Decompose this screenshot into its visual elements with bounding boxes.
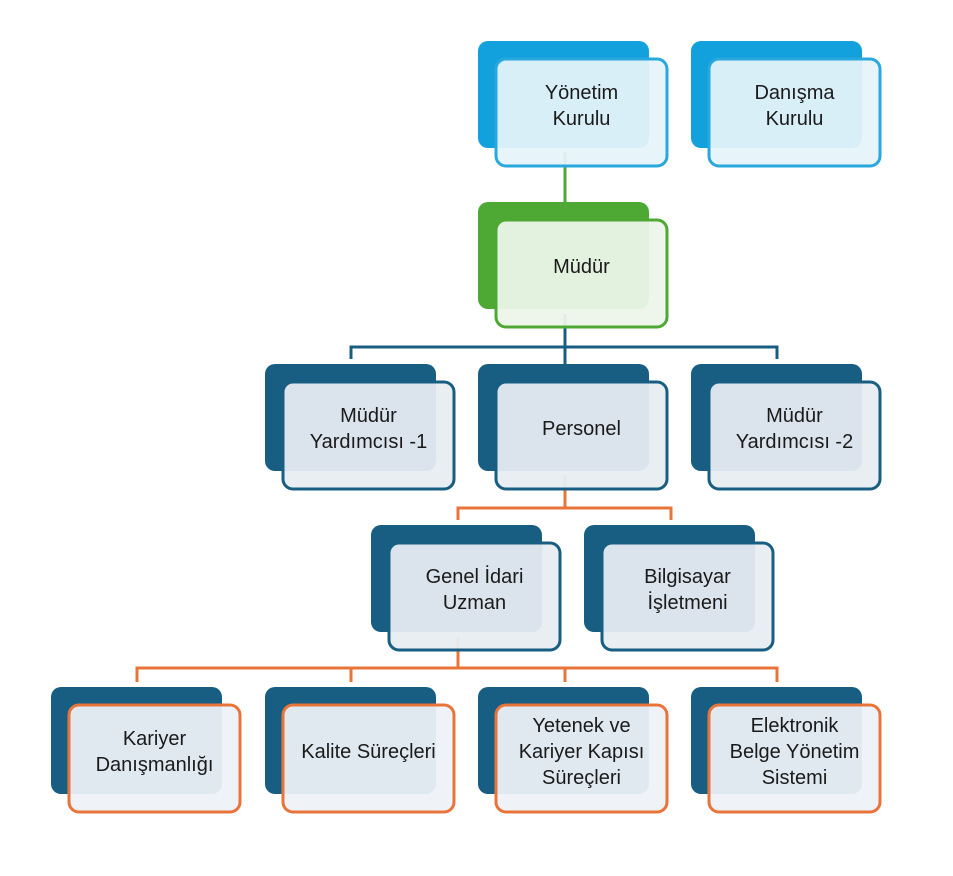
node-box [67,703,242,814]
node-box [600,541,775,652]
node-label: Sistemi [762,767,828,789]
node-label: Süreçleri [542,767,621,789]
connector-uzman-bus [135,666,779,682]
node-box [494,380,669,491]
node-label: Yönetim [545,82,618,104]
node-label: Kurulu [553,108,611,130]
nodes: YönetimKuruluDanışmaKuruluMüdürMüdürYard… [51,41,882,814]
node-box [494,57,669,168]
node-box [494,703,669,814]
node-label: Kurulu [766,108,824,130]
node-label: Personel [542,418,621,440]
node-label: Uzman [443,592,506,614]
node-label: Müdür [340,405,397,427]
node-box [494,218,669,329]
node-box [707,380,882,491]
node-box [281,380,456,491]
node-label: Müdür [553,256,610,278]
node-label: Danışmanlığı [96,754,214,776]
node-label: Yardımcısı -1 [310,431,427,453]
node-label: Elektronik [751,715,840,737]
node-kalite-surecleri: Kalite Süreçleri [265,687,456,814]
node-box [281,703,456,814]
node-label: Belge Yönetim [730,741,860,763]
node-label: Kariyer [123,728,187,750]
node-label: Müdür [766,405,823,427]
node-label: Kalite Süreçleri [301,741,436,763]
node-label: Kariyer Kapısı [519,741,645,763]
node-box [707,57,882,168]
node-label: Yardımcısı -2 [736,431,853,453]
node-label: Genel İdari [426,565,524,588]
node-box [707,703,882,814]
connectors [135,152,779,682]
connector-personel-bus [456,506,673,520]
node-label: İşletmeni [647,591,727,614]
node-label: Yetenek ve [532,715,630,737]
node-personel: Personel [478,364,669,491]
node-label: Danışma [754,82,835,104]
node-box [387,541,562,652]
node-mudur: Müdür [478,202,669,329]
node-label: Bilgisayar [644,566,731,588]
